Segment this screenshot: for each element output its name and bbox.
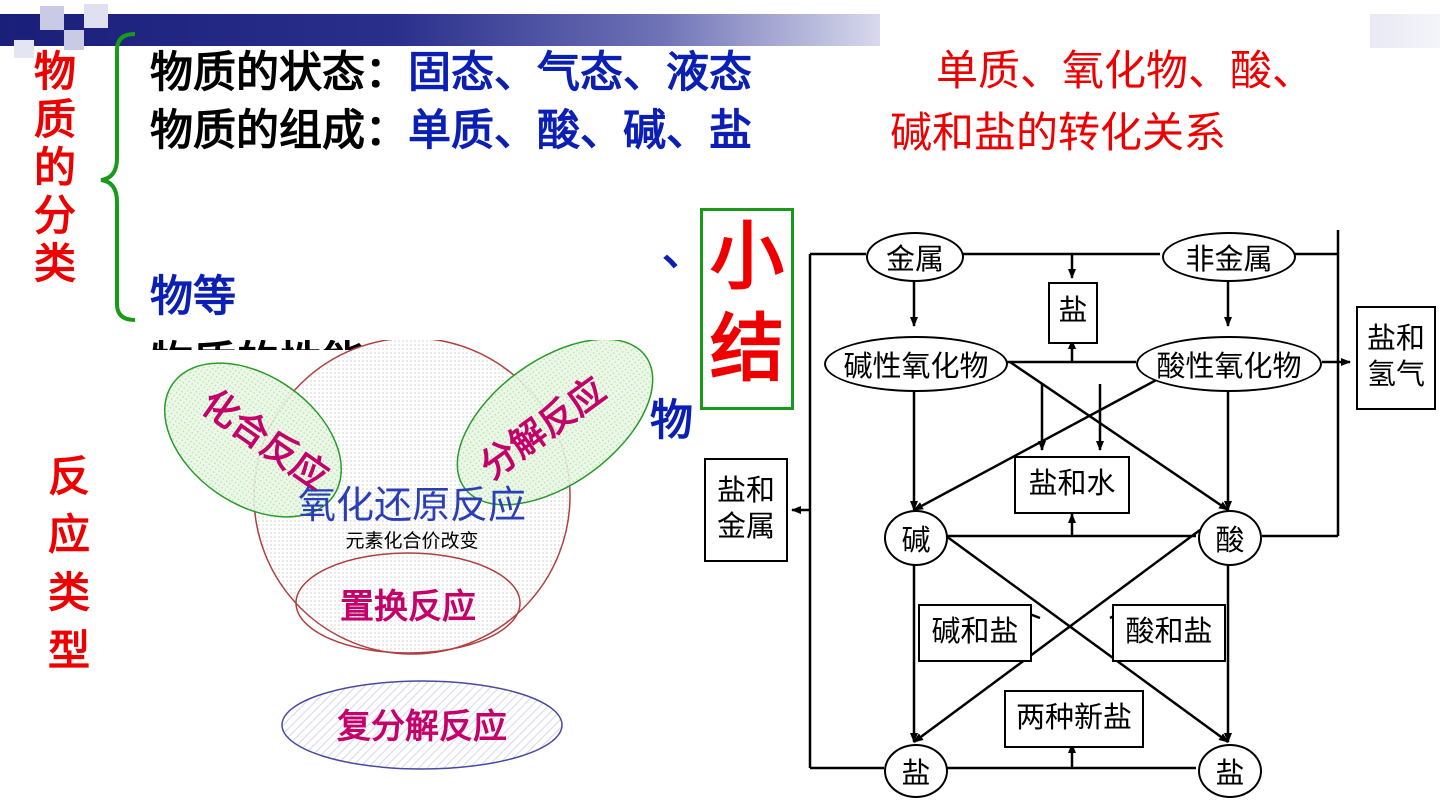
double-decomposition-label: 复分解反应 [337, 707, 507, 747]
salt-right-node: 盐 [1198, 744, 1262, 798]
label-char: 类 [33, 239, 76, 288]
state-line: 物质的状态：固态、气态、液态 [150, 48, 752, 98]
redox-label: 氧化还原反应 [298, 483, 526, 527]
header-square [14, 40, 34, 58]
summary-char: 结 [710, 306, 784, 392]
green-brace [100, 32, 136, 322]
header-bar [0, 14, 880, 46]
label-char: 分 [33, 191, 76, 240]
header-right-block [1370, 14, 1440, 48]
salt-metal-line2: 金属 [716, 509, 775, 543]
classification-vertical-label: 物 质 的 分 类 [30, 48, 80, 288]
label-char: 应 [47, 510, 90, 559]
acid-node: 酸 [1198, 510, 1262, 566]
header-square [84, 4, 108, 28]
hidden-blue-tail: 物 [650, 396, 693, 446]
salt-hydrogen-line1: 盐和 [1366, 321, 1425, 355]
state-label: 物质的状态： [150, 48, 408, 98]
salt-hydrogen-box: 盐和 氢气 [1356, 306, 1436, 410]
header-square [14, 14, 36, 36]
two-new-salts-box: 两种新盐 [1004, 690, 1144, 748]
salt-metal-box: 盐和 金属 [704, 458, 788, 562]
state-value: 固态、气态、液态 [408, 48, 752, 98]
relation-title: 单质、氧化物、酸、碱和盐的转化关系 [890, 46, 1315, 157]
composition-label: 物质的组成： [150, 106, 408, 156]
metal-node: 金属 [866, 232, 964, 282]
hidden-partial-text: 物质的性能 [150, 340, 670, 350]
double-decomposition-ellipse [281, 680, 563, 770]
salt-hydrogen-line2: 氢气 [1366, 357, 1425, 391]
label-char: 的 [33, 143, 76, 192]
salt-metal-line1: 盐和 [716, 473, 775, 507]
reaction-types-vertical-label: 反 应 类 型 [44, 448, 94, 680]
redox-note: 元素化合价改变 [345, 530, 478, 552]
label-char: 反 [47, 452, 90, 501]
header-square [40, 6, 64, 30]
salt-top-box: 盐 [1048, 282, 1098, 344]
summary-char: 小 [710, 214, 784, 300]
displacement-label: 置换反应 [340, 587, 476, 627]
summary-box: 小 结 [700, 208, 794, 410]
label-char: 质 [33, 95, 76, 144]
salt-water-box: 盐和水 [1014, 456, 1130, 514]
base-salt-box: 碱和盐 [918, 604, 1032, 662]
salt-left-node: 盐 [884, 744, 948, 798]
reaction-venn: 化合反应 分解反应 氧化还原反应 元素化合价改变 置换反应 复分解反应 [163, 340, 654, 770]
base-node: 碱 [884, 510, 948, 566]
header-square [64, 30, 84, 50]
composition-value: 单质、酸、碱、盐 [408, 106, 752, 156]
combination-ellipse [163, 362, 343, 518]
displacement-ellipse [295, 552, 521, 654]
overflow-fragment: 、 [662, 226, 705, 276]
acidic-oxide-node: 酸性氧化物 [1136, 336, 1322, 392]
acid-salt-box: 酸和盐 [1112, 604, 1226, 662]
label-char: 型 [47, 626, 90, 675]
tail-text: 物等 [150, 272, 236, 322]
basic-oxide-node: 碱性氧化物 [824, 336, 1008, 392]
label-char: 类 [47, 568, 90, 617]
decomposition-ellipse [456, 340, 654, 506]
hidden-line-clip: 物质的性能 [150, 340, 670, 350]
nonmetal-node: 非金属 [1162, 232, 1296, 282]
label-char: 物 [33, 47, 76, 96]
composition-line: 物质的组成：单质、酸、碱、盐 [150, 106, 752, 156]
